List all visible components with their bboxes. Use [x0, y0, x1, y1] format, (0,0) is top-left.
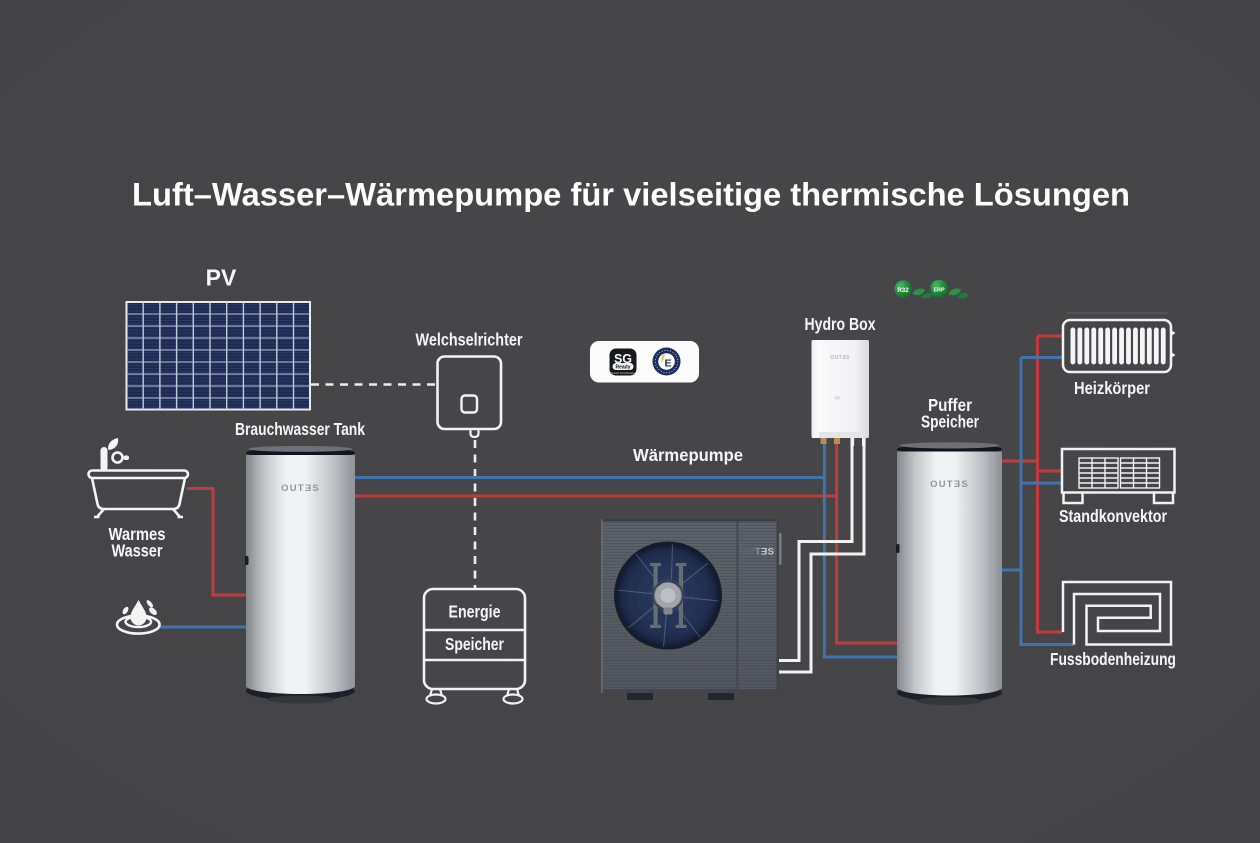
svg-text:R32: R32	[897, 287, 909, 294]
svg-text:Welchselrichter: Welchselrichter	[416, 330, 523, 350]
svg-text:Fussbodenheizung: Fussbodenheizung	[1050, 649, 1176, 669]
svg-text:Wasser: Wasser	[112, 541, 163, 561]
svg-text:PV: PV	[206, 265, 237, 291]
svg-text:ERP: ERP	[933, 287, 944, 293]
svg-text:Speicher: Speicher	[921, 412, 979, 432]
svg-text:OUTƎS: OUTƎS	[830, 355, 849, 361]
svg-text:Puffer: Puffer	[928, 395, 972, 415]
svg-text:Heizkörper: Heizkörper	[1074, 378, 1150, 398]
svg-text:Smart Grid Ready: Smart Grid Ready	[611, 371, 635, 375]
svg-text:Warmes: Warmes	[109, 524, 166, 544]
svg-text:Brauchwasser Tank: Brauchwasser Tank	[235, 419, 365, 439]
svg-text:Wärmepumpe: Wärmepumpe	[633, 445, 743, 465]
svg-text:SG: SG	[614, 352, 632, 366]
svg-text:Speicher: Speicher	[445, 634, 504, 654]
svg-text:Energie: Energie	[449, 602, 501, 622]
svg-text:OUTƎS: OUTƎS	[740, 547, 775, 558]
svg-text:OUTƎS: OUTƎS	[930, 479, 969, 490]
svg-text:Hydro Box: Hydro Box	[805, 314, 876, 334]
svg-text:Luft–Wasser–Wärmepumpe für vie: Luft–Wasser–Wärmepumpe für vielseitige t…	[132, 177, 1130, 213]
svg-text:OUTƎS: OUTƎS	[281, 483, 320, 494]
svg-text:Standkonvektor: Standkonvektor	[1059, 506, 1167, 526]
svg-text:E: E	[664, 358, 671, 370]
svg-text:Ready: Ready	[615, 365, 630, 371]
